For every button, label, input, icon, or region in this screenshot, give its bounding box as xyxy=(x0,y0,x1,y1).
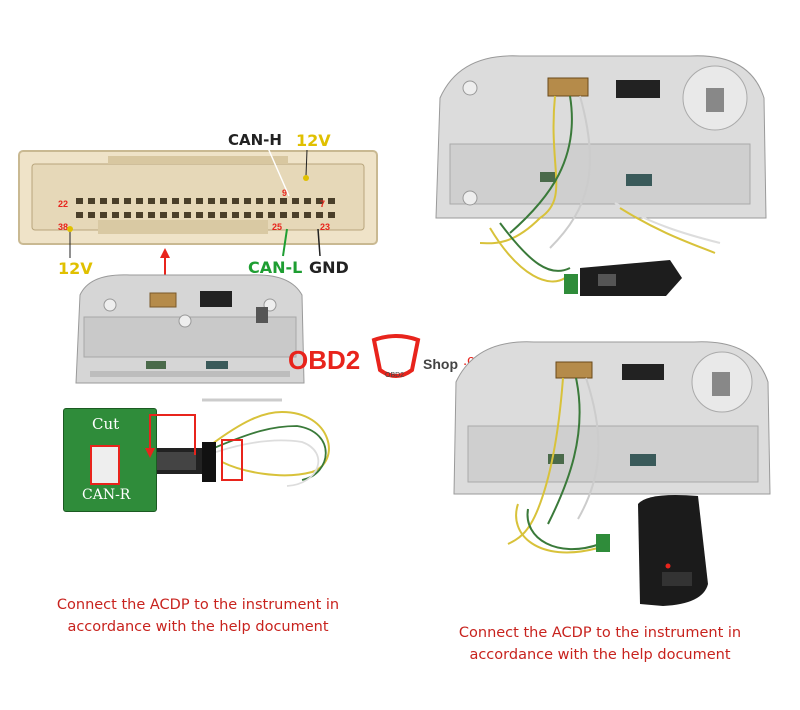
pin-slot xyxy=(112,212,119,218)
instrument-cluster-right-top xyxy=(435,55,767,296)
pin-slot xyxy=(136,198,143,204)
pin-slot xyxy=(304,212,311,218)
pin-slot xyxy=(148,212,155,218)
instrument-cluster-right-bottom xyxy=(453,341,771,606)
pin-slot xyxy=(328,198,335,204)
watermark-brand: OBD2 xyxy=(288,345,361,375)
pin-slot xyxy=(232,198,239,204)
watermark-badge: OBD2 xyxy=(385,372,405,379)
pin-slot xyxy=(124,198,131,204)
pin-slot xyxy=(280,212,287,218)
pin-number-22: 22 xyxy=(58,199,69,209)
pin-number-7: 7 xyxy=(320,199,326,209)
pin-slot xyxy=(172,212,179,218)
instrument-cluster-left xyxy=(75,274,305,384)
pin-slot xyxy=(76,198,83,204)
pin-number-9: 9 xyxy=(282,188,288,198)
pin-slot xyxy=(208,212,215,218)
pin-row-upper xyxy=(76,198,335,204)
can-r-adapter-board: Cut CAN-R xyxy=(63,408,157,512)
board-pointer-arrow xyxy=(145,414,196,458)
pin-slot xyxy=(232,212,239,218)
pin-slot xyxy=(100,198,107,204)
pin-slot xyxy=(160,198,167,204)
adapter-cable-assembly xyxy=(147,398,330,487)
pin-slot xyxy=(220,212,227,218)
board-label-cut: Cut xyxy=(92,415,120,433)
pin-slot xyxy=(256,212,263,218)
pin-slot xyxy=(268,198,275,204)
pin-number-25: 25 xyxy=(272,222,283,232)
pin-slot xyxy=(316,212,323,218)
pin-slot xyxy=(196,212,203,218)
pin-slot xyxy=(292,212,299,218)
pin-slot xyxy=(88,198,95,204)
caption-right-line1: Connect the ACDP to the instrument in xyxy=(458,625,742,641)
label-gnd: GND xyxy=(309,258,349,277)
pin-slot xyxy=(88,212,95,218)
caption-left-line1: Connect the ACDP to the instrument in xyxy=(56,597,340,613)
pin-slot xyxy=(328,212,335,218)
pin-slot xyxy=(136,212,143,218)
pin-slot xyxy=(280,198,287,204)
pin-slot xyxy=(304,198,311,204)
pin-slot xyxy=(100,212,107,218)
pin-slot xyxy=(244,198,251,204)
pin-slot xyxy=(124,212,131,218)
watermark-logo-icon xyxy=(371,334,421,378)
pin-number-38: 38 xyxy=(58,222,69,232)
board-label-can-r: CAN-R xyxy=(82,487,131,503)
pin-slot xyxy=(112,198,119,204)
caption-left-line2: accordance with the help document xyxy=(67,619,329,635)
pin-slot xyxy=(208,198,215,204)
pin-slot xyxy=(172,198,179,204)
pin-slot xyxy=(256,198,263,204)
caption-left: Connect the ACDP to the instrument in ac… xyxy=(28,594,368,638)
pin-slot xyxy=(76,212,83,218)
watermark-suffix: Shop xyxy=(423,356,458,372)
label-can-h: CAN-H xyxy=(228,131,282,149)
pin-slot xyxy=(184,198,191,204)
pin-slot xyxy=(316,198,323,204)
connector-pinout xyxy=(18,150,378,245)
pin-slot xyxy=(244,212,251,218)
pin-number-23: 23 xyxy=(320,222,331,232)
caption-right-line2: accordance with the help document xyxy=(469,647,731,663)
label-can-l: CAN-L xyxy=(248,258,303,277)
label-12v-bottom: 12V xyxy=(58,259,93,278)
pin-slot xyxy=(148,198,155,204)
connector-housing xyxy=(18,150,378,245)
pin-row-lower xyxy=(76,212,335,218)
pin-slot xyxy=(160,212,167,218)
pin-slot xyxy=(268,212,275,218)
board-switch xyxy=(90,445,120,485)
pin-slot xyxy=(292,198,299,204)
pin-slot xyxy=(220,198,227,204)
caption-right: Connect the ACDP to the instrument in ac… xyxy=(430,622,770,666)
label-12v-top: 12V xyxy=(296,131,331,150)
pin-slot xyxy=(184,212,191,218)
pin-slot xyxy=(196,198,203,204)
